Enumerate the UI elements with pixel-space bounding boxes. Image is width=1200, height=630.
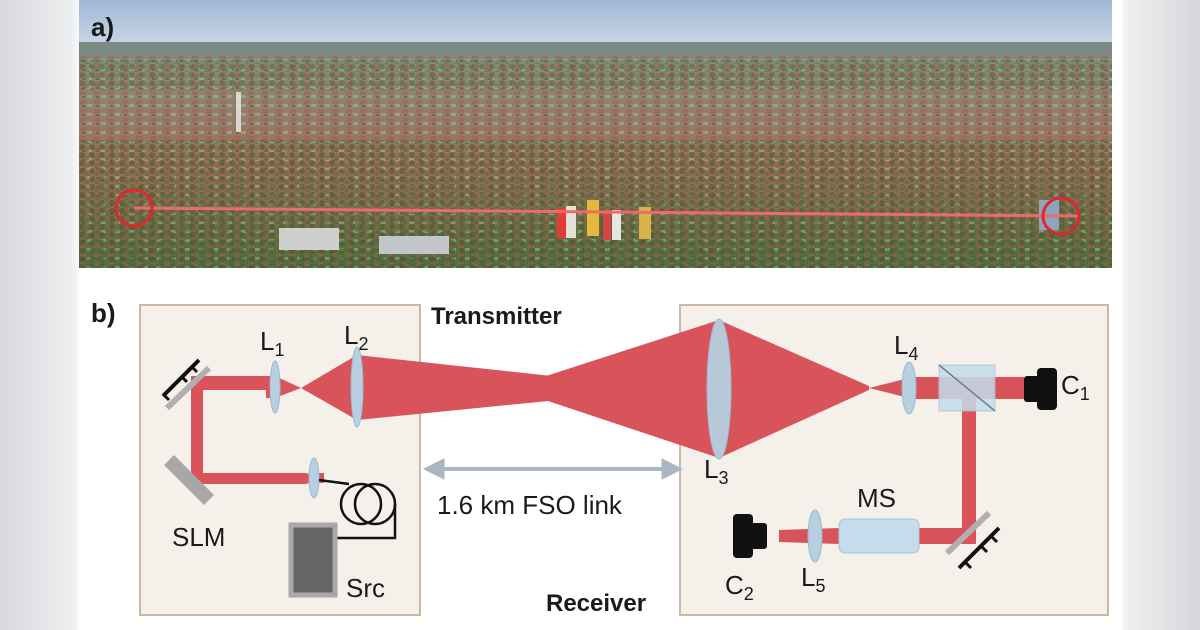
lens-l4-label: L4: [894, 330, 919, 364]
lens-l1: [269, 360, 281, 414]
fso-beam: [509, 320, 719, 458]
lens-l5-label: L5: [801, 562, 826, 596]
lens-l5: [807, 509, 823, 563]
lens-l3: [706, 318, 732, 460]
mirror-receiver-icon: [944, 510, 1001, 570]
slm-device: [164, 455, 214, 505]
transmitter-box: [139, 304, 421, 616]
camera-c1-icon: [1024, 368, 1057, 410]
transmitter-beam-path: [191, 355, 589, 484]
panel-b-label: b): [91, 298, 116, 328]
lens-l2: [350, 346, 364, 428]
fso-link-line: [133, 206, 1080, 218]
aerial-photo-illustration: [79, 0, 1112, 268]
src-label: Src: [346, 573, 385, 603]
lens-l2-label: L2: [344, 320, 369, 354]
receiver-label: Receiver: [546, 590, 647, 617]
panel-a-label: a): [91, 12, 115, 42]
lens-l1-label: L1: [260, 326, 285, 360]
fso-link-label: 1.6 km FSO link: [437, 490, 622, 520]
camera-c2-icon: [733, 514, 767, 558]
transmitter-site-marker: [114, 188, 154, 228]
figure: a): [79, 0, 1122, 630]
lens-l4: [901, 361, 917, 415]
fiber-coupling-lens: [308, 457, 320, 499]
camera-c1-label: C1: [1061, 370, 1090, 404]
aerial-city-photo: a): [79, 0, 1112, 268]
ms-label: MS: [857, 483, 896, 513]
transmitter-label: Transmitter: [431, 303, 562, 330]
camera-c2-label: C2: [725, 570, 754, 604]
mode-sorter: [838, 518, 920, 554]
lens-l3-label: L3: [704, 454, 729, 488]
light-source-icon: [288, 522, 338, 598]
optical-setup-diagram: [139, 304, 1109, 616]
receiver-site-marker: [1041, 196, 1081, 236]
slm-label: SLM: [172, 522, 226, 552]
mirror-transmitter-icon: [161, 358, 212, 411]
fso-link-arrow: [422, 458, 684, 480]
receiver-focused-beam: [719, 320, 869, 458]
